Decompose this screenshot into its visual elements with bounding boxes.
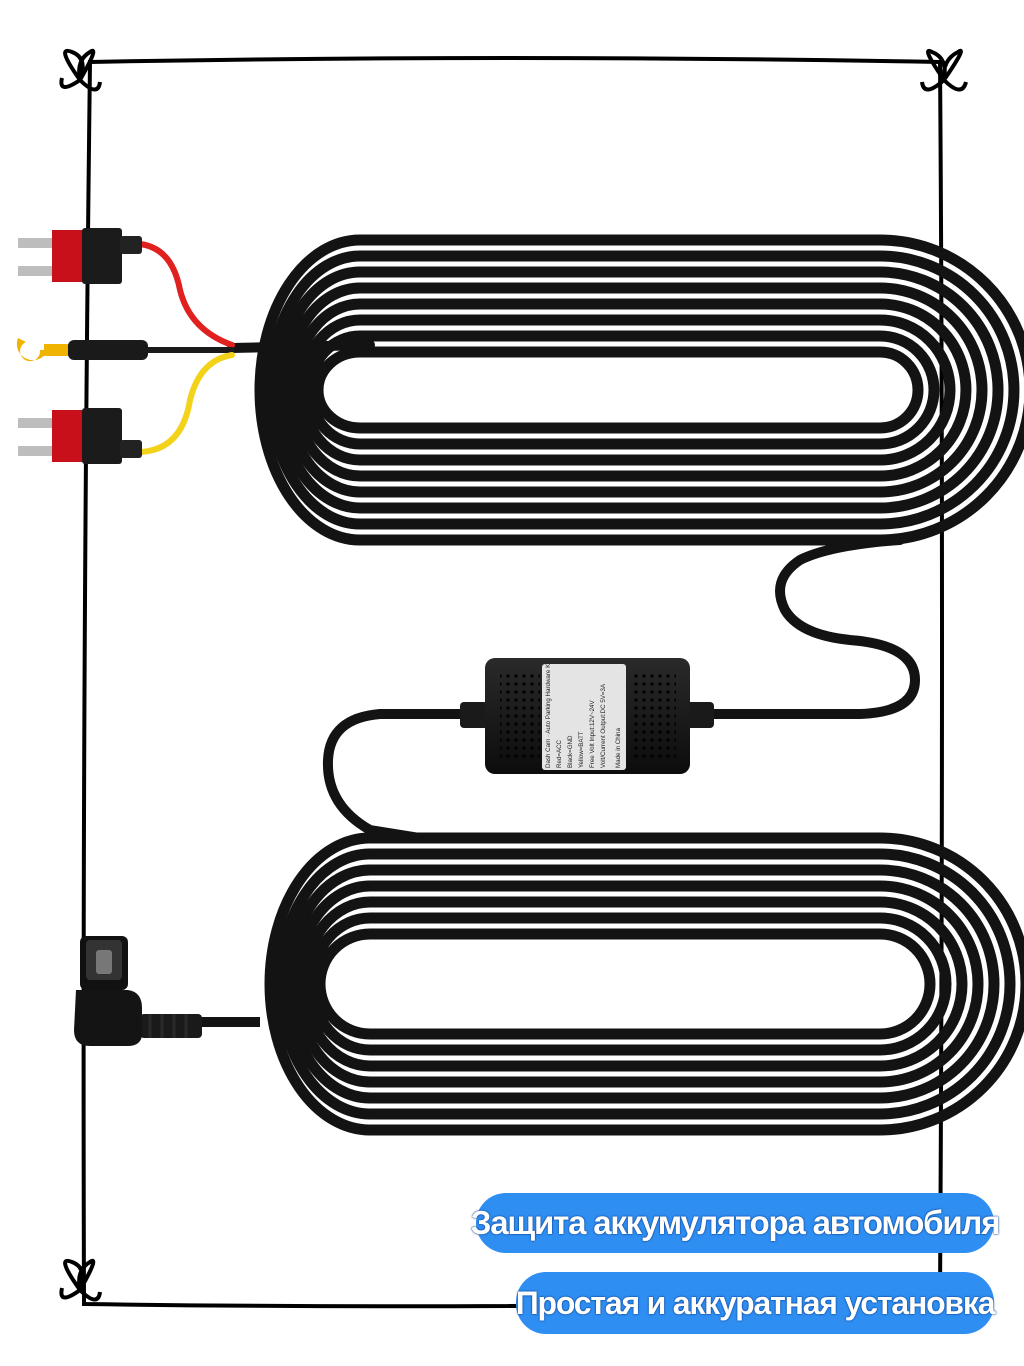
power-wires <box>137 241 375 455</box>
frame-corner-knot-icon <box>59 48 102 92</box>
label-line: Yellow=BATT <box>578 731 585 768</box>
frame-corner-knot-icon <box>59 1258 102 1302</box>
hardwire-module: Dash Cam · Auto Parking Hardware K Red=A… <box>460 658 714 774</box>
fuse-tap-icon <box>18 228 142 284</box>
label-line: Red=ACC <box>556 739 563 768</box>
module-label-sticker: Dash Cam · Auto Parking Hardware K Red=A… <box>542 663 626 770</box>
label-line: Dash Cam · Auto Parking Hardware K <box>545 663 552 768</box>
label-line: Volt/Current Output:DC 5V=3A <box>600 683 607 768</box>
frame-corner-knot-icon <box>920 48 968 92</box>
feature-banner-easy-install: Простая и аккуратная установка <box>516 1272 996 1334</box>
upper-cable-coil <box>254 234 1024 546</box>
fuse-tap-icon <box>18 408 142 464</box>
feature-banner-battery-protection: Защита аккумулятора автомобиля <box>471 1193 1000 1253</box>
usb-c-connector-icon <box>74 936 260 1046</box>
label-line: Free Volt Input:12V~24V <box>589 700 596 768</box>
label-line: Made in China <box>615 728 622 768</box>
connecting-cable <box>322 535 921 843</box>
lower-cable-coil <box>264 832 1024 1136</box>
ring-terminal-icon <box>16 338 148 362</box>
label-line: Black=GND <box>567 735 574 768</box>
